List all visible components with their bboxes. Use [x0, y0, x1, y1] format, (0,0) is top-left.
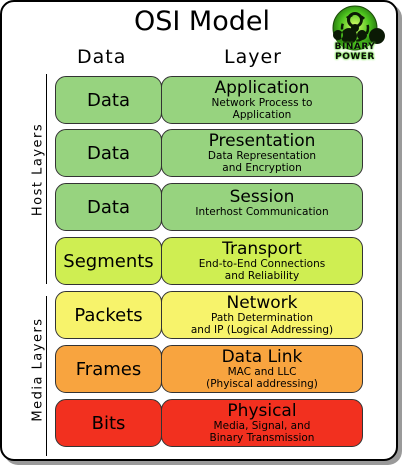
data-unit-session: Data — [55, 183, 162, 231]
column-header-data: Data — [77, 46, 127, 68]
layer-desc-line-2: Application — [232, 109, 292, 121]
layer-application: Application Network Process to Applicati… — [161, 76, 363, 124]
data-unit-data-link: Frames — [55, 345, 162, 393]
layer-desc-line-1: Path Determination — [210, 312, 313, 324]
biohazard-icon — [332, 5, 385, 51]
logo: BINARY POWER — [316, 4, 394, 62]
layer-desc-line-1: Network Process to — [211, 97, 313, 109]
layer-name: Presentation — [208, 131, 316, 151]
layer-desc-line-2: and Encryption — [222, 162, 302, 174]
layer-desc-line-1: Interhost Communication — [195, 206, 329, 218]
data-unit-presentation: Data — [55, 129, 162, 177]
data-unit-network: Packets — [55, 291, 162, 339]
layer-name: Transport — [222, 239, 302, 259]
logo-text: BINARY POWER — [334, 42, 376, 62]
column-header-layer: Layer — [224, 46, 282, 68]
layer-name: Session — [229, 187, 295, 207]
layer-desc-line-1: End-to-End Connections — [198, 258, 326, 270]
host-group-line — [46, 74, 47, 284]
media-group-line — [46, 296, 47, 456]
diagram-title: OSI Model — [133, 6, 270, 37]
layer-presentation: Presentation Data Representation and Enc… — [161, 129, 363, 177]
layer-desc-line-2: and IP (Logical Addressing) — [190, 324, 334, 336]
data-unit-application: Data — [55, 76, 162, 124]
layer-physical: Physical Media, Signal, and Binary Trans… — [161, 399, 363, 447]
layer-name: Application — [214, 78, 310, 98]
layer-name: Physical — [227, 401, 297, 421]
layer-name: Data Link — [221, 347, 303, 367]
layer-session: Session Interhost Communication — [161, 183, 363, 231]
layer-network: Network Path Determination and IP (Logic… — [161, 291, 363, 339]
layer-desc-line-2: Binary Transmission — [209, 432, 315, 444]
layer-transport: Transport End-to-End Connections and Rel… — [161, 237, 363, 285]
layer-desc-line-1: MAC and LLC — [227, 366, 297, 378]
layer-desc-line-1: Media, Signal, and — [213, 420, 311, 432]
host-layers-label: Host Layers — [30, 122, 46, 217]
layer-desc-line-1: Data Representation — [207, 150, 317, 162]
data-unit-physical: Bits — [55, 399, 162, 447]
media-layers-label: Media Layers — [30, 317, 46, 422]
layer-desc-line-2: (Phyiscal addressing) — [206, 378, 318, 390]
data-unit-transport: Segments — [55, 237, 162, 285]
layer-name: Network — [226, 293, 298, 313]
layer-desc-line-2: and Reliability — [224, 270, 300, 282]
layer-data-link: Data Link MAC and LLC (Phyiscal addressi… — [161, 345, 363, 393]
